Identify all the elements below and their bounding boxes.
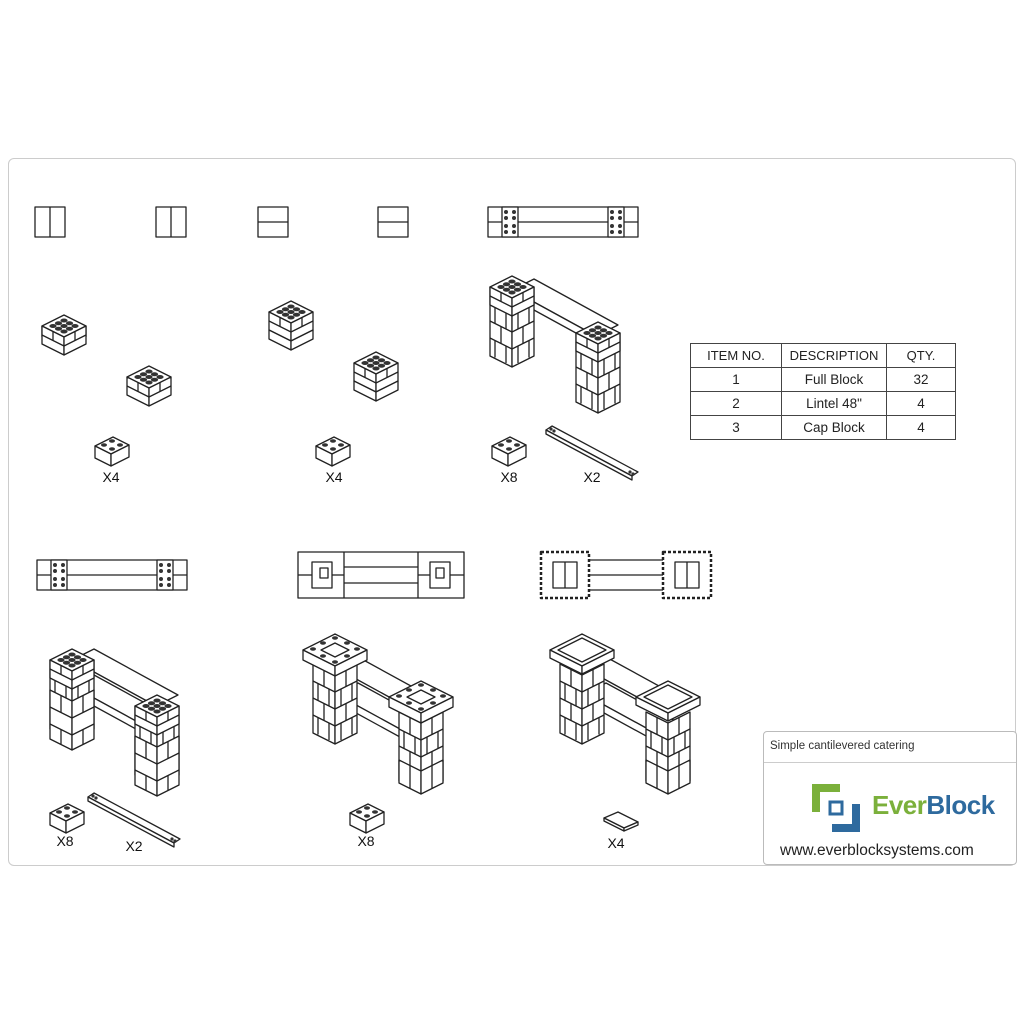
loose-block-icon [349, 803, 385, 834]
column-header-qty: QTY. [886, 343, 956, 368]
step5-block-qty-label: X8 [357, 833, 375, 849]
step3-lintel-qty-label: X2 [583, 469, 601, 485]
table-row: 2 Lintel 48" 4 [690, 391, 956, 416]
item-no-cell: 1 [690, 367, 782, 392]
plan-view-step4 [36, 559, 188, 591]
qty-cell: 4 [886, 391, 956, 416]
step3-assembly [489, 275, 639, 481]
step4-assembly [49, 648, 181, 848]
everblock-logo-icon [812, 784, 860, 832]
loose-block-icon [491, 436, 527, 467]
loose-block-icon [49, 803, 85, 834]
step1-qty-label: X4 [102, 469, 120, 485]
plan-view-step1b [155, 206, 187, 238]
column-header-description: DESCRIPTION [781, 343, 887, 368]
step5-assembly [302, 633, 454, 834]
loose-block-icon [94, 436, 130, 467]
step2-qty-label: X4 [325, 469, 343, 485]
website-url: www.everblocksystems.com [780, 842, 974, 859]
title-block: Simple cantilevered catering EverBlock w… [763, 731, 1017, 865]
table-row: 1 Full Block 32 [690, 367, 956, 392]
description-cell: Full Block [781, 367, 887, 392]
column-header-item-no: ITEM NO. [690, 343, 782, 368]
item-no-cell: 2 [690, 391, 782, 416]
step4-block-qty-label: X8 [56, 833, 74, 849]
description-cell: Lintel 48" [781, 391, 887, 416]
table-row: 3 Cap Block 4 [690, 415, 956, 440]
step6-cap-qty-label: X4 [607, 835, 625, 851]
description-cell: Cap Block [781, 415, 887, 440]
qty-cell: 4 [886, 415, 956, 440]
plan-view-step3 [487, 206, 639, 238]
plan-view-step6 [539, 550, 713, 600]
step3-block-qty-label: X8 [500, 469, 518, 485]
loose-block-icon [315, 436, 351, 467]
brand-name-part1: Ever [872, 790, 927, 820]
item-no-cell: 3 [690, 415, 782, 440]
brand-name-part2: Block [926, 790, 995, 820]
table-header-row: ITEM NO. DESCRIPTION QTY. [690, 343, 956, 368]
brand-name: EverBlock [872, 790, 995, 821]
drawing-title: Simple cantilevered catering [770, 740, 915, 752]
step6-assembly [549, 633, 701, 832]
cap-block-icon [603, 811, 639, 832]
step4-lintel-qty-label: X2 [125, 838, 143, 854]
divider [764, 762, 1016, 763]
qty-cell: 32 [886, 367, 956, 392]
step2-assembly [268, 300, 399, 467]
step1-assembly [41, 314, 172, 467]
bill-of-materials-table: ITEM NO. DESCRIPTION QTY. 1 Full Block 3… [690, 343, 956, 440]
plan-view-step2a [257, 206, 289, 238]
plan-view-step1a [34, 206, 66, 238]
plan-view-step5 [297, 551, 465, 599]
plan-view-step2b [377, 206, 409, 238]
